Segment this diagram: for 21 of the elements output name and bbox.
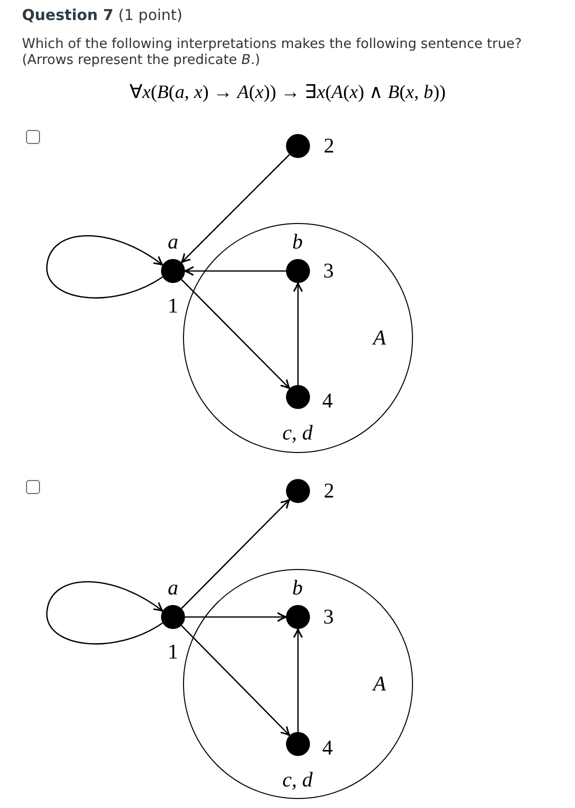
constant-label: a bbox=[168, 578, 178, 598]
question-text: Which of the following interpretations makes the following sentence true? (Arrows represent the predicate B.) bbox=[22, 36, 523, 68]
element-label: 1 bbox=[168, 296, 178, 316]
question-title: Question 7 (1 point) bbox=[22, 6, 183, 24]
set-circle bbox=[183, 223, 413, 453]
set-label: A bbox=[373, 327, 386, 348]
element-label: 3 bbox=[323, 260, 334, 281]
constant-label: c, d bbox=[282, 769, 313, 790]
element-label: 2 bbox=[324, 480, 334, 502]
set-circle bbox=[183, 569, 413, 799]
element-label: 3 bbox=[323, 606, 334, 627]
set-label: A bbox=[373, 673, 386, 694]
element-label: 4 bbox=[322, 737, 333, 758]
element-label: 4 bbox=[322, 390, 333, 411]
formula: ∀x(B(a, x) → A(x)) → ∃x(A(x) ∧ B(x, b)) bbox=[128, 81, 447, 104]
constant-label: b bbox=[292, 577, 303, 598]
element-label: 2 bbox=[324, 136, 334, 156]
element-label: 1 bbox=[168, 642, 178, 662]
constant-label: b bbox=[292, 231, 303, 252]
constant-label: a bbox=[168, 232, 178, 252]
constant-label: c, d bbox=[282, 422, 313, 443]
